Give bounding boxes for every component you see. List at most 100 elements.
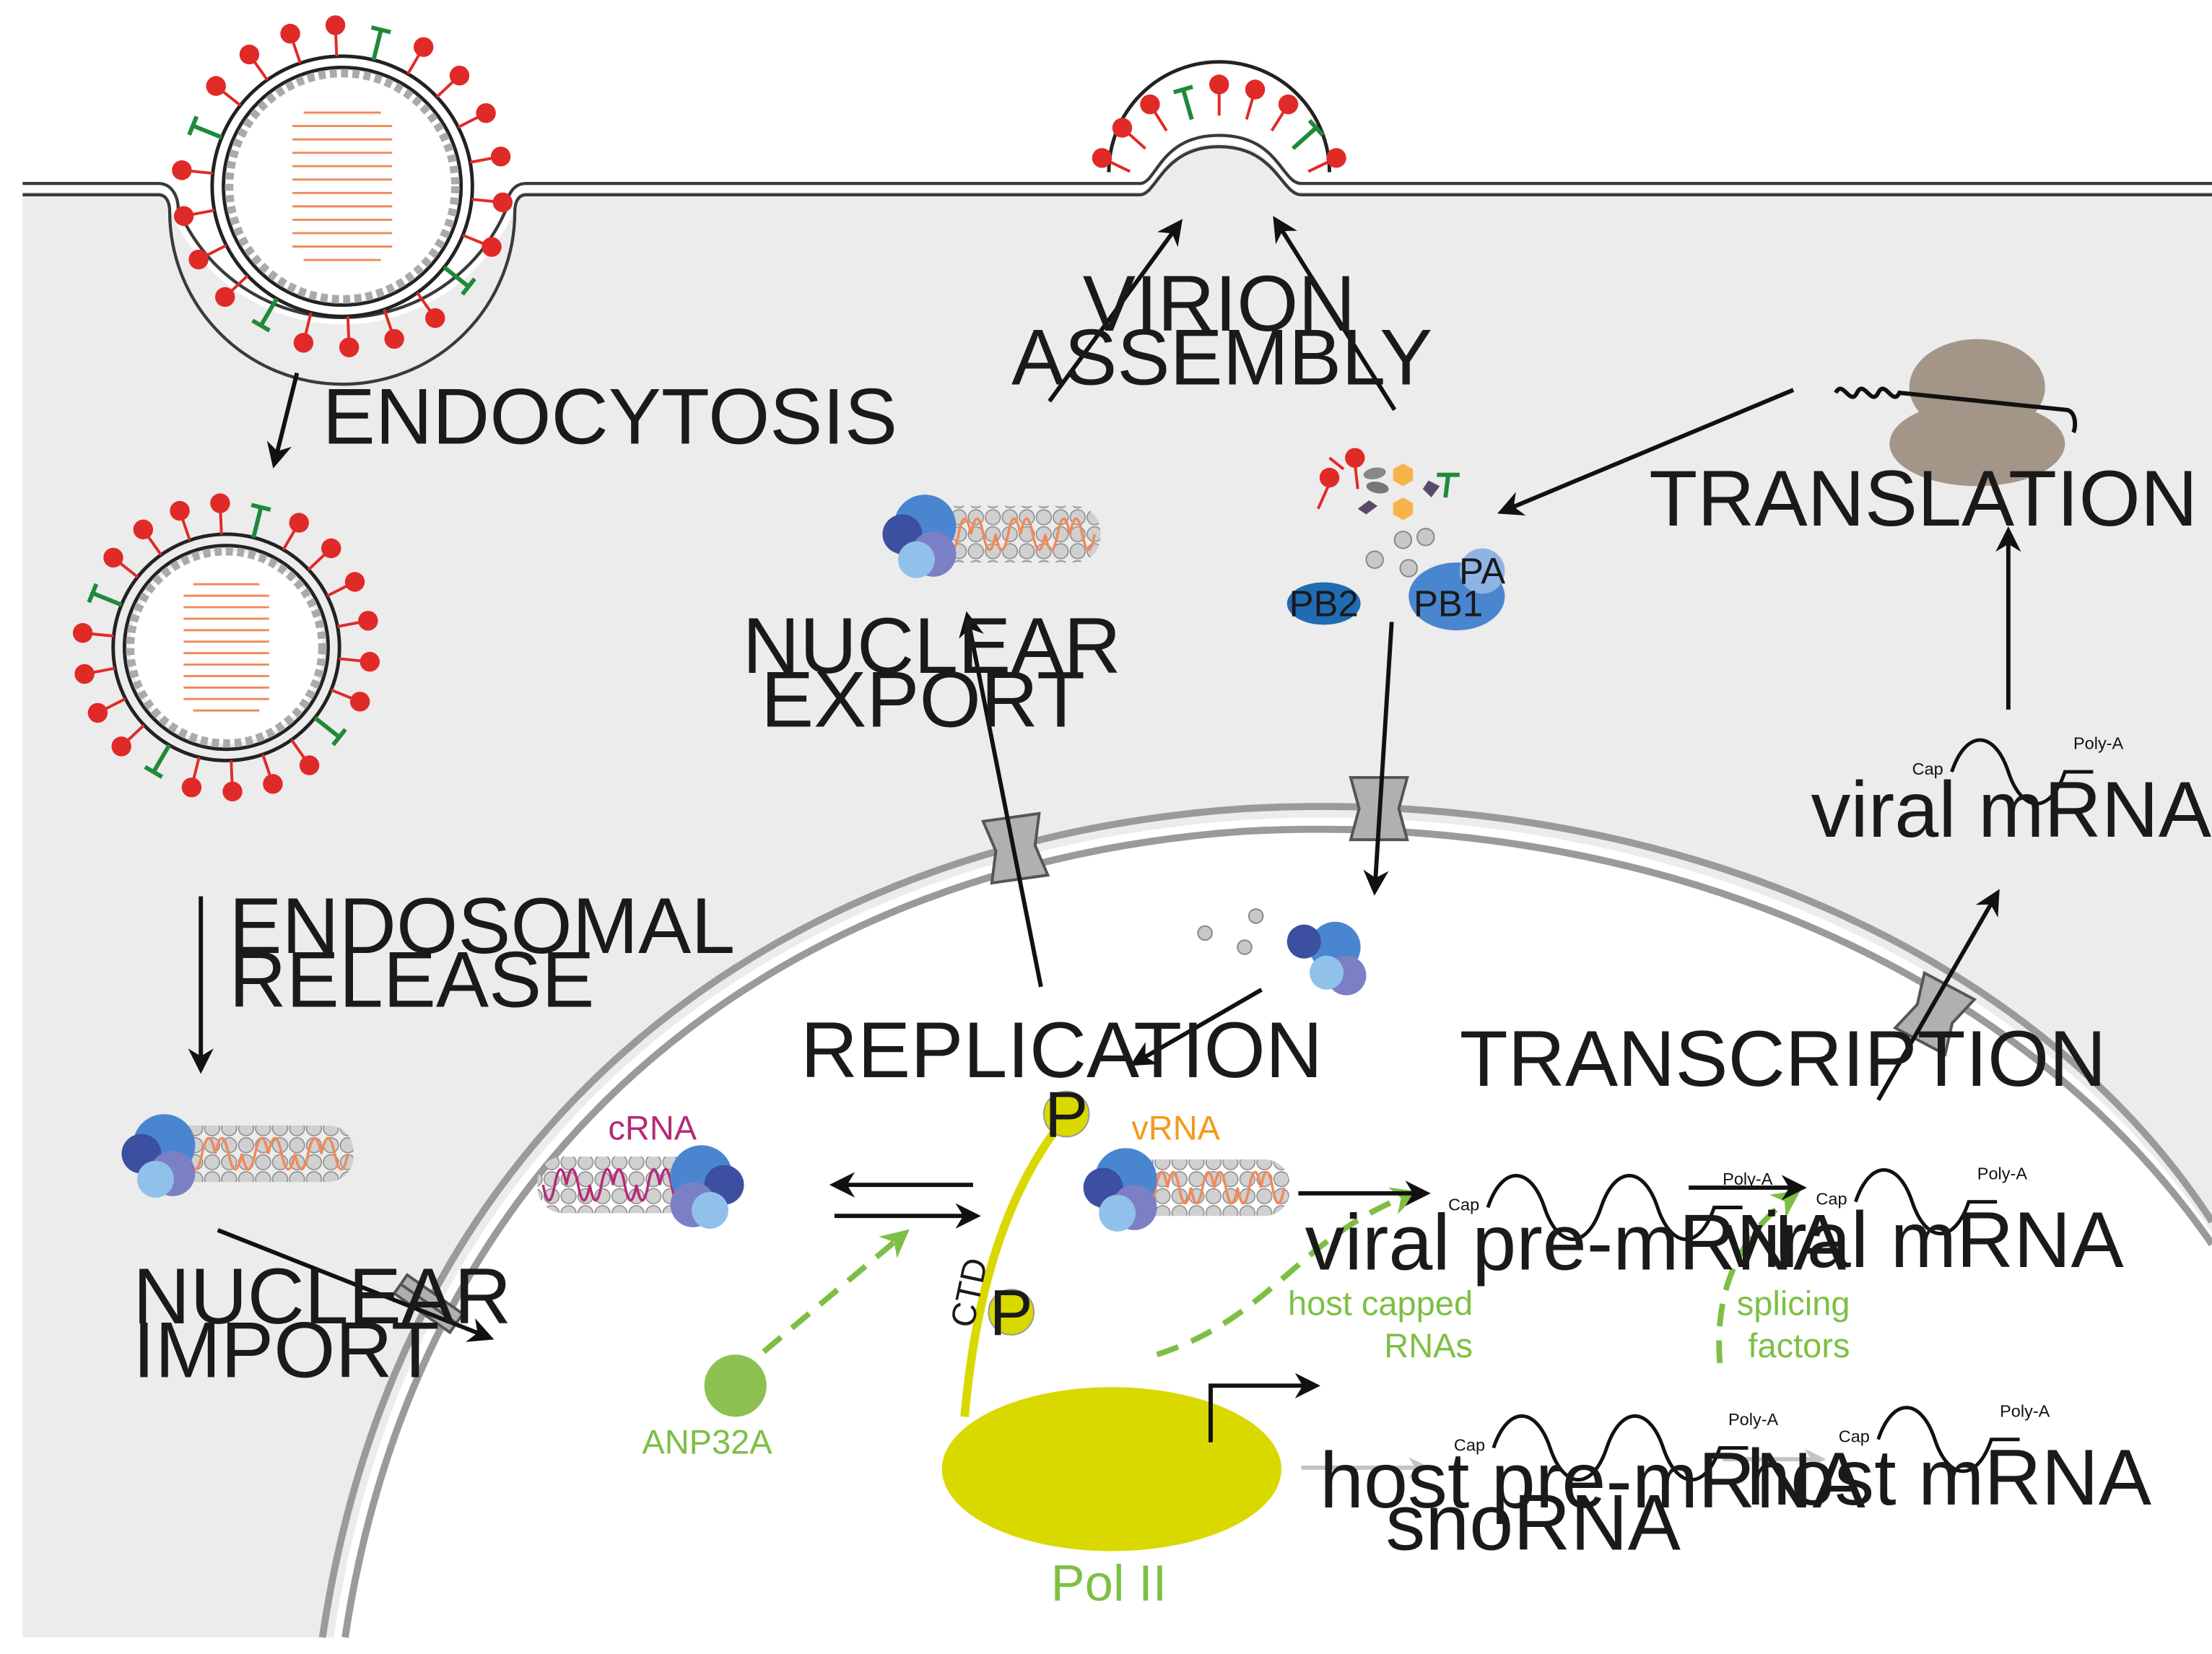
proteins-to-nucleus-arrow — [1363, 622, 1394, 896]
hemagglutinin-head — [1326, 148, 1346, 168]
hemagglutinin-head — [72, 623, 93, 643]
neuraminidase-stalk — [1181, 89, 1194, 121]
hemagglutinin-head — [289, 513, 309, 533]
endosomal-release-label-1: ENDOSOMAL — [229, 882, 735, 970]
vrnp-after-nuclear-export — [882, 495, 1101, 578]
cap-label: Cap — [1839, 1427, 1870, 1446]
viral-envelope-inner — [222, 66, 463, 308]
neuraminidase-stalk — [192, 123, 223, 139]
cap-label: Cap — [1816, 1190, 1847, 1209]
anp32a-label: ANP32A — [642, 1422, 772, 1461]
mrna-wave — [1486, 1174, 1743, 1241]
anp32a-arrow — [762, 1229, 910, 1354]
cap-label: Cap — [1912, 759, 1943, 778]
neuraminidase-head — [251, 502, 271, 512]
hemagglutinin-head — [360, 651, 380, 672]
virion-endocytosing — [172, 15, 513, 357]
nucleus — [318, 803, 2212, 1638]
splicing-label-2: factors — [1748, 1326, 1850, 1364]
neuraminidase-stalk — [313, 715, 341, 739]
cap-label: Cap — [1448, 1195, 1479, 1214]
hemagglutinin-head — [299, 755, 320, 775]
virion-in-endosome — [72, 493, 380, 802]
hemagglutinin-head — [170, 500, 190, 521]
viral-envelope-inner — [122, 544, 330, 752]
nuclear-export-label-1: NUCLEAR — [743, 602, 1121, 690]
virion-assembly-left-arrow — [1048, 219, 1183, 403]
mrna-wave — [1492, 1414, 1749, 1481]
host-capped-label-2: RNAs — [1384, 1326, 1473, 1364]
virion-assembly-right-arrow — [1273, 216, 1397, 412]
virion-assembly-label-2: ASSEMBLY — [1011, 313, 1432, 401]
host-pre-mrna-label: host pre-mRNA — [1320, 1437, 1865, 1525]
hemagglutinin-head — [215, 287, 235, 308]
hemagglutinin-head — [321, 538, 341, 559]
neuraminidase-head — [461, 277, 476, 296]
neuraminidase-stalk — [92, 591, 123, 607]
hemagglutinin-head — [133, 519, 154, 540]
hemagglutinin-head — [210, 493, 230, 513]
poly-a-label: Poly-A — [2000, 1401, 2050, 1420]
hemagglutinin-head — [206, 76, 226, 96]
transcription-label: TRANSCRIPTION — [1460, 1015, 2107, 1103]
plasma-membrane-inner — [22, 145, 2212, 386]
translation-to-proteins-arrow — [1497, 388, 1795, 516]
hemagglutinin-head — [222, 781, 243, 802]
host-capped-label-1: host capped — [1288, 1284, 1473, 1322]
mrna-wave — [1876, 1406, 2020, 1474]
host-pre-mrna-strand: Cap Poly-A — [1454, 1410, 1779, 1481]
pb2-label: PB2 — [1289, 583, 1359, 624]
pb1-label: PB1 — [1414, 583, 1483, 624]
polymerase-to-replication-arrow — [1130, 988, 1263, 1066]
viral-mrna-nuclear-label: viral mRNA — [1723, 1196, 2124, 1284]
ctd-phospho-top — [1042, 1090, 1090, 1138]
hemagglutinin-head — [188, 249, 209, 270]
poly-a-label: Poly-A — [1728, 1410, 1779, 1429]
phospho-label-mid: P — [990, 1276, 1033, 1349]
viral-pre-mrna-label: viral pre-mRNA — [1305, 1199, 1847, 1287]
nuclear-export-arrow — [959, 611, 1043, 988]
matrix-layer — [225, 69, 460, 304]
hemagglutinin-head — [490, 147, 511, 167]
hemagglutinin-head — [173, 206, 194, 226]
pb2-subunit — [1286, 582, 1361, 625]
neuraminidase-head — [87, 583, 99, 604]
nuclear-import-arrow — [217, 1228, 495, 1342]
neuraminidase-stalk — [258, 297, 279, 327]
crna-label: cRNA — [608, 1108, 697, 1146]
neuraminidase-head — [331, 728, 347, 747]
endocytosis-arrow — [266, 372, 300, 469]
hemagglutinin-head — [239, 44, 260, 65]
hemagglutinin-head — [87, 702, 108, 723]
replication-label: REPLICATION — [801, 1006, 1323, 1094]
plasma-membrane-outer — [22, 134, 2212, 319]
neuraminidase-head — [251, 318, 271, 333]
neuraminidase-stalk — [371, 29, 383, 61]
vrnp-complex — [1083, 1148, 1290, 1232]
hemagglutinin-head — [172, 160, 192, 180]
hemagglutinin-head — [1112, 118, 1133, 138]
neuraminidase-stalk — [443, 265, 470, 289]
hemagglutinin-head — [344, 572, 365, 592]
hemagglutinin-head — [280, 23, 300, 44]
cap-label: Cap — [1454, 1435, 1485, 1454]
nuclear-export-label-2: EXPORT — [761, 656, 1085, 744]
hemagglutinin-head — [449, 65, 470, 86]
budding-virion — [1092, 60, 1346, 173]
ctd-phospho-mid — [988, 1289, 1035, 1336]
poly-a-label: Poly-A — [1977, 1164, 2028, 1183]
nuclear-import-label-1: NUCLEAR — [133, 1253, 511, 1341]
vrna-label: vRNA — [1131, 1108, 1220, 1146]
pol-ii-label: Pol II — [1051, 1554, 1167, 1611]
nuclear-import-label-2: IMPORT — [133, 1307, 440, 1395]
nucleus-interior — [334, 817, 2212, 1638]
host-capped-rna-arrow — [1156, 1187, 1420, 1357]
matrix-layer — [126, 547, 327, 748]
polymerase-cap — [1099, 1194, 1136, 1232]
neuraminidase-head — [144, 765, 164, 779]
pa-label: PA — [1459, 551, 1505, 592]
hemagglutinin-head — [358, 611, 378, 631]
neuraminidase-head — [370, 25, 391, 35]
